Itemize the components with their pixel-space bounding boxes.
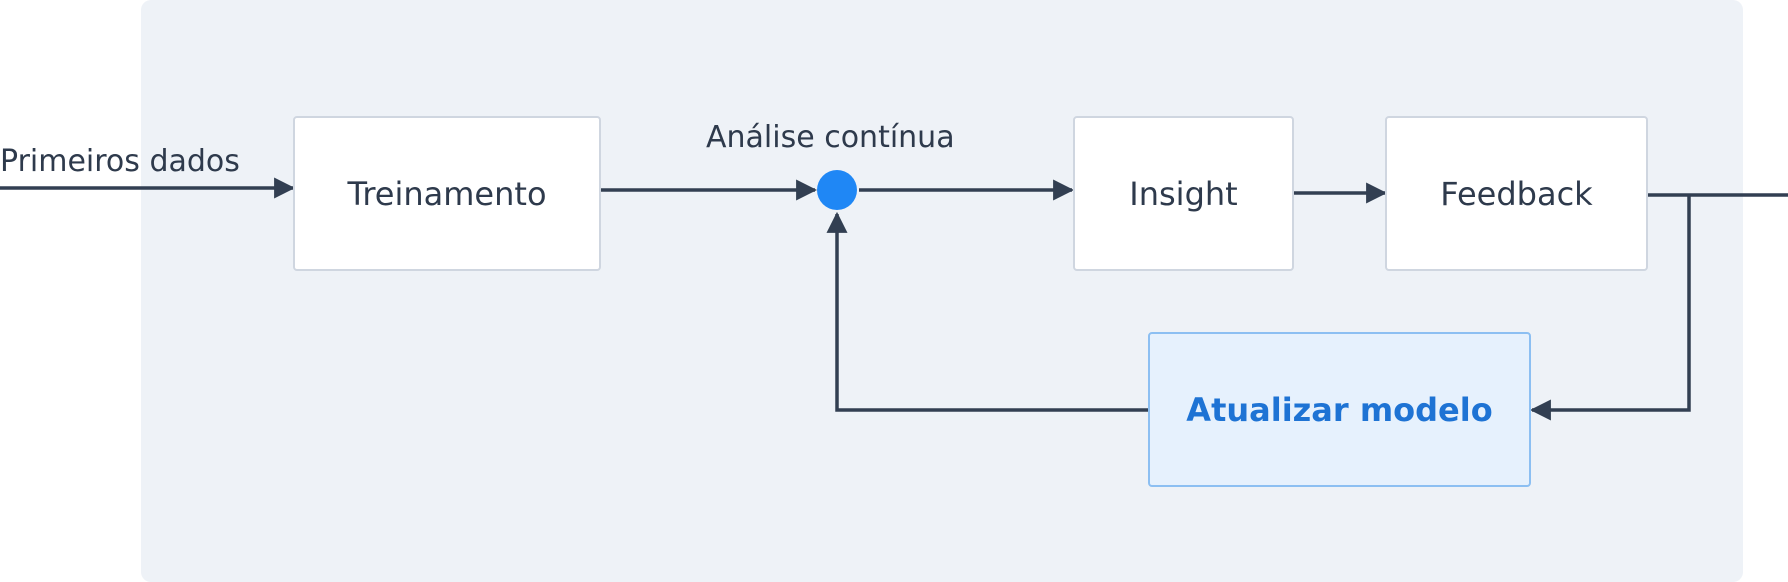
analysis-hub-node[interactable] <box>817 170 857 210</box>
connector-update-to-hub <box>826 211 1149 412</box>
input-label: Primeiros dados <box>0 144 240 179</box>
connector-feedback-to-update <box>1529 195 1691 421</box>
node-training[interactable]: Treinamento <box>293 116 601 271</box>
node-feedback[interactable]: Feedback <box>1385 116 1648 271</box>
node-insight[interactable]: Insight <box>1073 116 1294 271</box>
hub-label: Análise contínua <box>706 120 955 155</box>
node-update-model[interactable]: Atualizar modelo <box>1148 332 1531 487</box>
